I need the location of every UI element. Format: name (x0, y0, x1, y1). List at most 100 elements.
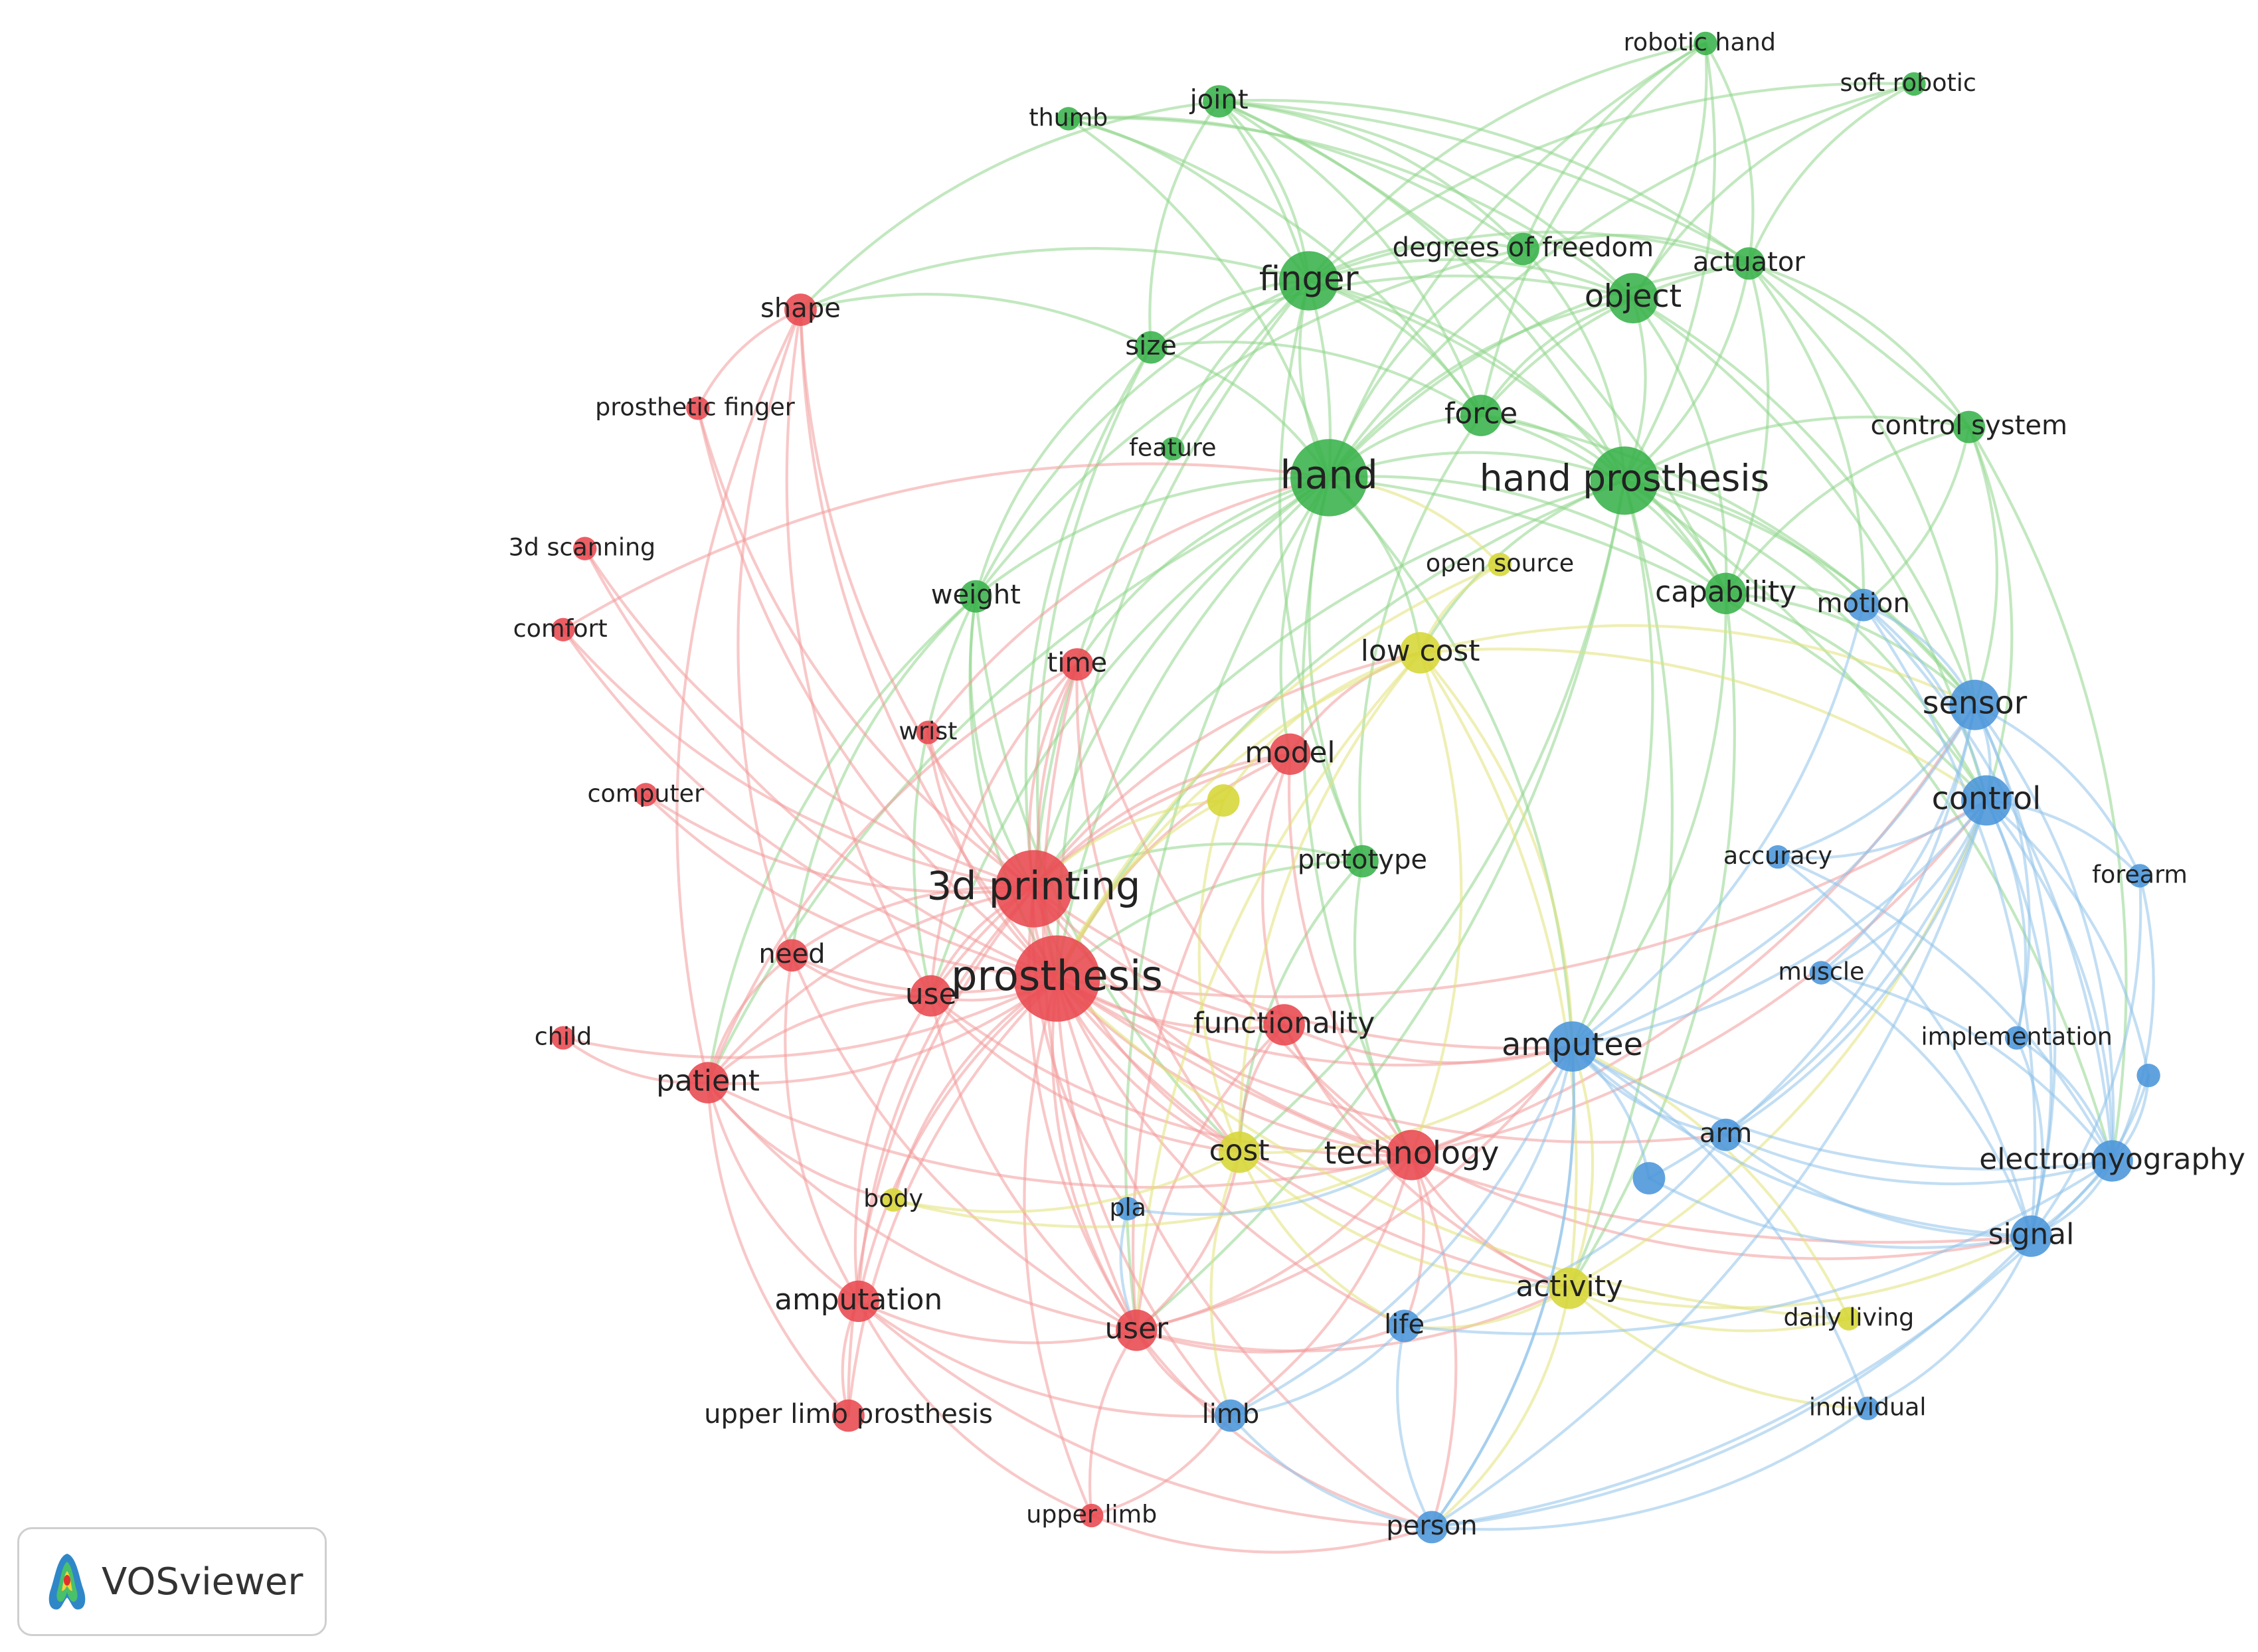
node-object[interactable] (1608, 273, 1658, 323)
label-shape: shape (760, 293, 841, 324)
edge-robotic_hand-actuator (1703, 42, 1755, 265)
node-thumb[interactable] (1057, 107, 1081, 131)
node-arm[interactable] (1709, 1118, 1743, 1151)
node-muscle[interactable] (1809, 961, 1834, 985)
edge-motion-amputee (1571, 604, 1865, 1048)
node-prosthetic-finger[interactable] (686, 396, 710, 420)
edge-3d_printing-cost (1032, 887, 1241, 1154)
node-use[interactable] (910, 975, 952, 1017)
edge-user-upper_limb (1088, 1329, 1138, 1517)
edge-finger-shape (799, 247, 1310, 311)
node-finger[interactable] (1279, 251, 1339, 311)
node-individual[interactable] (1856, 1396, 1879, 1420)
node-force[interactable] (1460, 394, 1502, 436)
node-user[interactable] (1116, 1309, 1158, 1351)
node-amputation[interactable] (837, 1280, 879, 1323)
node-feature[interactable] (1161, 437, 1185, 461)
node-functionality[interactable] (1263, 1004, 1305, 1046)
edge-life-person (1396, 1324, 1434, 1528)
node-motion[interactable] (1847, 588, 1880, 621)
edge-patient-upper_limb_prosthesis (706, 1081, 850, 1418)
node-weight[interactable] (959, 580, 992, 613)
edge-actuator-sensor (1747, 262, 1976, 706)
edge-prosthesis-arm (1055, 977, 1727, 1144)
edge-finger-object (1307, 258, 1635, 300)
node-computer[interactable] (634, 783, 657, 807)
edge-user-life (1135, 1324, 1406, 1354)
edge-technology-person (1410, 1153, 1458, 1528)
edge-size-shape (799, 293, 1153, 349)
node-open-source[interactable] (1488, 552, 1512, 576)
node-wrist[interactable] (916, 720, 940, 744)
node-sensor[interactable] (1949, 679, 2000, 730)
label-weight: weight (931, 580, 1021, 610)
edge-shape-prosthetic_finger (696, 308, 802, 410)
node-child[interactable] (551, 1026, 575, 1050)
node-limb[interactable] (1214, 1399, 1247, 1432)
node-prototype[interactable] (1346, 845, 1379, 878)
node-life[interactable] (1388, 1309, 1421, 1343)
edge-prosthesis-person (1055, 977, 1434, 1528)
edge-prototype-technology (1353, 860, 1413, 1157)
node-upper-limb[interactable] (1080, 1503, 1104, 1528)
node-comfort[interactable] (551, 618, 575, 641)
node-blue-unlabeled-2[interactable] (1632, 1162, 1666, 1195)
node-blue-unlabeled-1[interactable] (2136, 1064, 2160, 1088)
edge-finger-prototype (1278, 279, 1364, 863)
node-signal[interactable] (2010, 1215, 2052, 1257)
node-body[interactable] (881, 1188, 905, 1212)
node-hand-prosthesis[interactable] (1590, 446, 1659, 515)
edge-finger-force (1307, 279, 1483, 417)
node-upper-limb-prosthesis[interactable] (832, 1399, 865, 1432)
label-joint: joint (1189, 85, 1249, 116)
node-size[interactable] (1134, 331, 1168, 364)
node-actuator[interactable] (1733, 247, 1765, 280)
edge-patient-amputation (706, 1081, 860, 1303)
edge-amputation-person (857, 1299, 1434, 1528)
node-soft-robotic[interactable] (1902, 72, 1926, 96)
node-low-cost[interactable] (1399, 632, 1441, 674)
node-joint[interactable] (1203, 85, 1235, 118)
node-yellow-unlabeled[interactable] (1207, 784, 1240, 817)
node-forearm[interactable] (2128, 864, 2152, 888)
node-technology[interactable] (1386, 1129, 1437, 1181)
node-time[interactable] (1061, 648, 1094, 681)
edge-technology-signal (1410, 1153, 2033, 1260)
edge-control-accuracy (1776, 799, 1988, 860)
edge-functionality-user (1135, 1023, 1286, 1332)
edge-patient-body (706, 1081, 895, 1202)
node-capability[interactable] (1705, 572, 1747, 614)
edge-prosthesis-life (1055, 977, 1406, 1327)
node-activity[interactable] (1548, 1268, 1591, 1309)
edge-amputee-electromyography (1571, 1045, 2114, 1171)
node-electromyography[interactable] (2091, 1140, 2133, 1182)
node-pla[interactable] (1116, 1197, 1140, 1221)
node-3d-scanning[interactable] (573, 537, 597, 560)
node-daily-living[interactable] (1837, 1307, 1861, 1331)
node-need[interactable] (776, 939, 808, 972)
vosviewer-logo-icon (48, 1554, 86, 1610)
node-control-system[interactable] (1953, 410, 1986, 444)
node-amputee[interactable] (1547, 1021, 1598, 1072)
node-control[interactable] (1961, 775, 2012, 826)
node-prosthesis[interactable] (1013, 935, 1100, 1022)
node-hand[interactable] (1290, 439, 1368, 517)
node-patient[interactable] (687, 1062, 729, 1104)
node-cost[interactable] (1218, 1131, 1260, 1173)
node-robotic-hand[interactable] (1693, 31, 1717, 56)
edge-object-hand (1328, 297, 1635, 479)
edge-need-amputation (784, 953, 860, 1303)
node-accuracy[interactable] (1766, 845, 1790, 869)
node-shape[interactable] (784, 293, 817, 326)
edge-degrees_of_freedom-actuator (1521, 234, 1751, 265)
edge-low_cost-sensor (1419, 624, 1976, 706)
node-implementation[interactable] (2005, 1026, 2029, 1050)
node-degrees-of-freedom[interactable] (1507, 232, 1539, 266)
label-technology: technology (1324, 1135, 1500, 1172)
node-model[interactable] (1269, 733, 1311, 776)
edge-hand_prosthesis-user (1135, 479, 1626, 1332)
label-amputation: amputation (774, 1283, 942, 1317)
node-person[interactable] (1415, 1511, 1448, 1544)
node-3d-printing[interactable] (995, 850, 1073, 928)
